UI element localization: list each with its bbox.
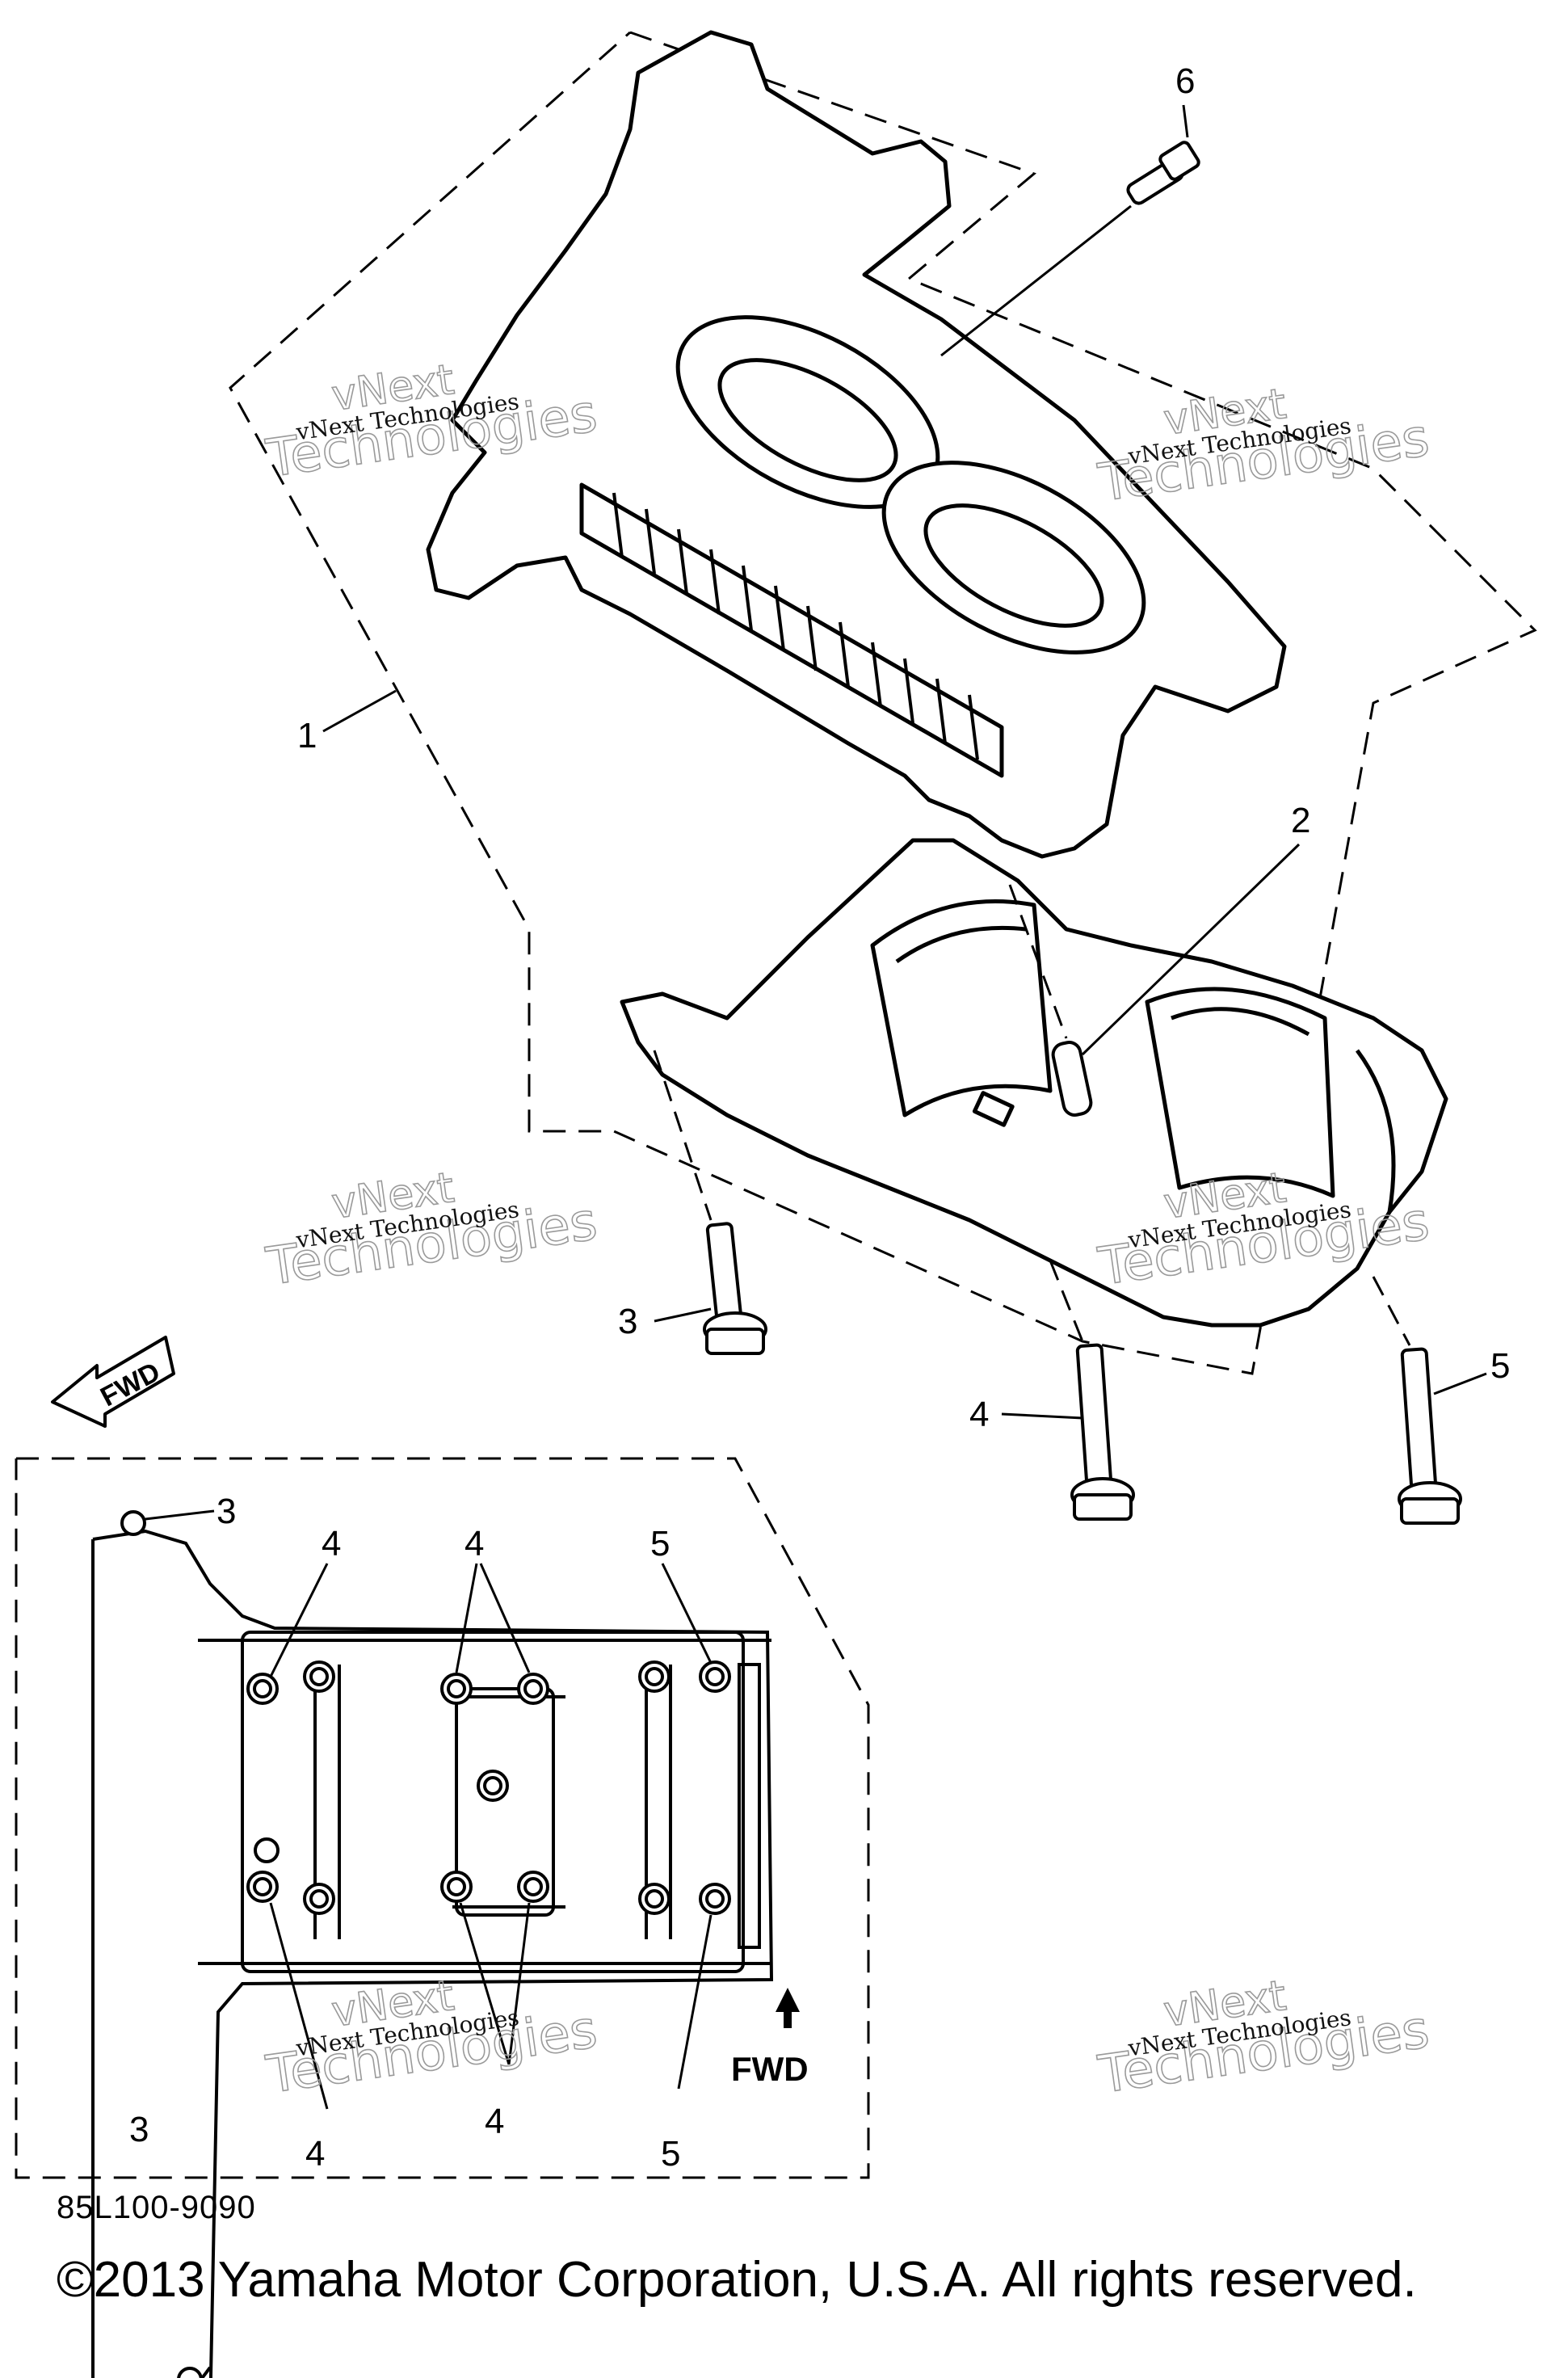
callout-2: 2 (1291, 801, 1310, 840)
upper-crankcase (426, 30, 1287, 859)
bolt-axis-lines (653, 884, 1411, 1346)
copyright-notice: ©2013 Yamaha Motor Corporation, U.S.A. A… (57, 2252, 1417, 2308)
callout-6: 6 (1175, 61, 1195, 101)
inset-callout-3-top: 3 (216, 1492, 236, 1531)
inset-callout-4-left-bottom: 4 (305, 2134, 325, 2174)
bolt-4 (1070, 1343, 1135, 1521)
inset-callout-4-left-top: 4 (322, 1524, 341, 1564)
inset-callout-4-mid-top: 4 (465, 1524, 484, 1564)
inset-callout-3-bottom: 3 (129, 2110, 149, 2149)
leader-6 (940, 204, 1132, 357)
dowel-pin (1051, 1041, 1093, 1117)
inset-callout-4-mid-bottom: 4 (485, 2102, 504, 2141)
callout-3: 3 (618, 1302, 637, 1341)
fwd-arrow-main: FWD (51, 1336, 175, 1428)
inset-leaders (145, 1509, 713, 2110)
upper-crankcase-ribs (612, 492, 979, 760)
main-callouts: 1 2 3 4 5 6 (297, 61, 1510, 1434)
fwd-arrow-inset: FWD (731, 1988, 809, 2088)
assembly-boundary-dashed (229, 31, 1537, 1375)
fwd-label-inset: FWD (731, 2050, 809, 2088)
inset-callout-5-bottom: 5 (661, 2134, 680, 2174)
callout-5: 5 (1490, 1346, 1510, 1386)
inset-callouts: 3 4 4 5 4 4 5 3 (129, 1492, 680, 2174)
part-code: 85L100-9090 (57, 2190, 256, 2225)
inset-callout-5-top: 5 (650, 1524, 670, 1564)
inset-crankcase-outline (91, 1529, 774, 2378)
callout-4: 4 (969, 1395, 989, 1434)
leader-6-top (1182, 104, 1189, 138)
oil-fitting (1126, 141, 1200, 205)
callout-1: 1 (297, 716, 317, 755)
bolt-5 (1398, 1347, 1462, 1525)
bolt-3 (703, 1222, 767, 1355)
inset-bolt-holes (120, 1510, 731, 2378)
lower-crankcase (620, 838, 1448, 1328)
